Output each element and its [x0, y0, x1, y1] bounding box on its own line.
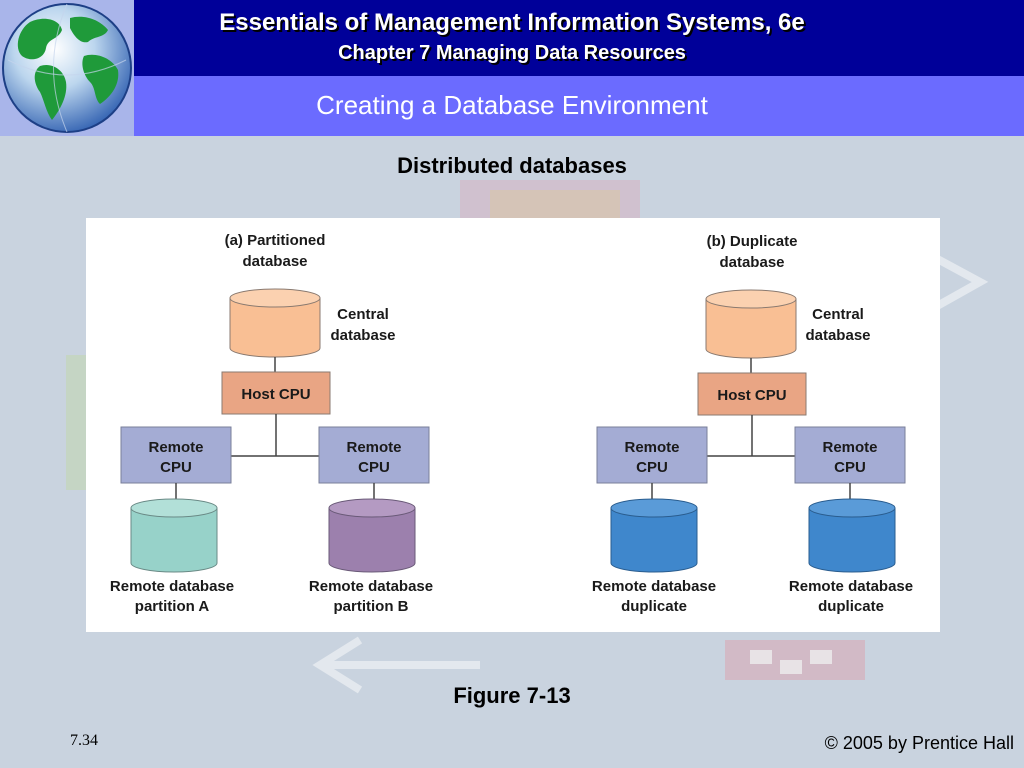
- panel-b-title-line2: database: [719, 254, 784, 271]
- panel-a-db-left-line2: partition A: [135, 598, 210, 615]
- panel-b-db-right-line1: Remote database: [789, 578, 913, 595]
- figure-caption: Figure 7-13: [453, 683, 571, 708]
- panel-b-host-cpu: [697, 372, 807, 416]
- panel-a-title-line2: database: [242, 253, 307, 270]
- panel-b-duplicate-database-right: [808, 498, 896, 573]
- panel-b-db-right-line2: duplicate: [818, 598, 884, 615]
- panel-a-remote-right-line1: Remote: [346, 439, 401, 456]
- panel-a-host-cpu-label: Host CPU: [241, 386, 310, 403]
- panel-a-host-cpu: [221, 371, 331, 415]
- panel-a-central-label-line1: Central: [337, 306, 389, 323]
- distributed-database-diagram: (a) Partitioned database Central databas…: [110, 232, 913, 615]
- panel-b-db-left-line2: duplicate: [621, 598, 687, 615]
- slide-heading: Distributed databases: [397, 153, 627, 178]
- copyright-notice: © 2005 by Prentice Hall: [824, 733, 1014, 753]
- figure-panel: (a) Partitioned database Central databas…: [86, 218, 940, 632]
- panel-b-remote-cpu-left: [596, 426, 708, 484]
- page-number: 7.34: [70, 732, 98, 749]
- panel-a-remote-right-line2: CPU: [358, 459, 390, 476]
- logo-area: [0, 0, 134, 136]
- panel-b-central-database: [705, 289, 797, 359]
- panel-b-remote-cpu-right: [794, 426, 906, 484]
- panel-a-db-right-line2: partition B: [334, 598, 409, 615]
- panel-a-remote-left-line1: Remote: [148, 439, 203, 456]
- panel-b-central-label-line1: Central: [812, 306, 864, 323]
- panel-a-remote-left-line2: CPU: [160, 459, 192, 476]
- book-title: Essentials of Management Information Sys…: [219, 9, 805, 36]
- slide-subtitle: Creating a Database Environment: [316, 90, 708, 120]
- panel-a-db-left-line1: Remote database: [110, 578, 234, 595]
- panel-a-central-label-line2: database: [330, 327, 395, 344]
- header-title-bar: Essentials of Management Information Sys…: [134, 0, 1024, 76]
- panel-a-partition-b-database: [328, 498, 416, 573]
- panel-a-title-line1: (a) Partitioned: [225, 232, 326, 249]
- panel-b: (b) Duplicate database Central database …: [592, 233, 913, 615]
- panel-a-partition-a-database: [130, 498, 218, 573]
- header-subtitle-bar: Creating a Database Environment: [134, 76, 1024, 136]
- panel-b-central-label-line2: database: [805, 327, 870, 344]
- panel-b-remote-right-line2: CPU: [834, 459, 866, 476]
- panel-b-duplicate-database-left: [610, 498, 698, 573]
- panel-b-title-line1: (b) Duplicate: [707, 233, 798, 250]
- panel-a-remote-cpu-left: [120, 426, 232, 484]
- panel-b-host-cpu-label: Host CPU: [717, 387, 786, 404]
- panel-a-db-right-line1: Remote database: [309, 578, 433, 595]
- panel-b-remote-right-line1: Remote: [822, 439, 877, 456]
- panel-b-remote-left-line1: Remote: [624, 439, 679, 456]
- panel-b-remote-left-line2: CPU: [636, 459, 668, 476]
- panel-b-db-left-line1: Remote database: [592, 578, 716, 595]
- chapter-title: Chapter 7 Managing Data Resources: [338, 42, 686, 64]
- panel-a-central-database: [229, 288, 321, 358]
- globe-icon: [2, 3, 132, 133]
- panel-a: (a) Partitioned database Central databas…: [110, 232, 433, 615]
